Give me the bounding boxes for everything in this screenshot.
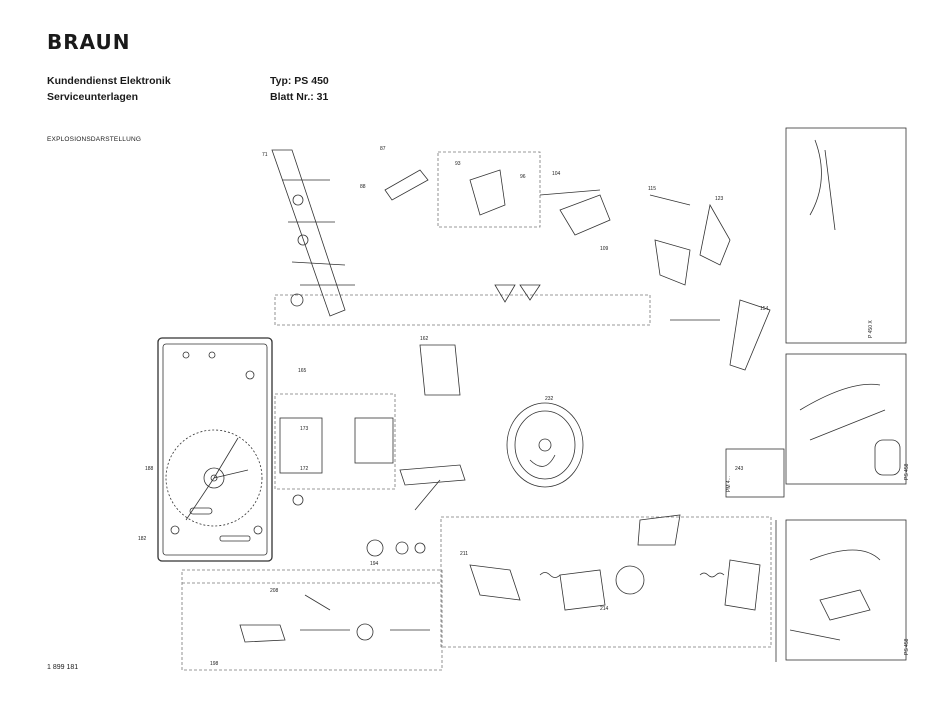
braun-logo: BRAUN xyxy=(47,30,131,54)
part-label: 194 xyxy=(370,561,379,567)
frame-bottom-center xyxy=(440,516,772,648)
part-label: 208 xyxy=(270,588,279,594)
part-label: 96 xyxy=(520,174,526,180)
section-title: EXPLOSIONSDARSTELLUNG xyxy=(47,136,142,143)
variant-box-2 xyxy=(785,353,907,485)
documents-label: Serviceunterlagen xyxy=(47,91,139,103)
document-number: 1 899 181 xyxy=(47,664,79,671)
part-label: 211 xyxy=(460,551,468,557)
base-plate xyxy=(157,337,273,562)
variant-label: PM 4... xyxy=(726,476,732,492)
part-label: 188 xyxy=(145,466,154,472)
part-label: 88 xyxy=(360,184,366,190)
part-label: 109 xyxy=(600,246,609,252)
part-label: 243 xyxy=(735,466,744,472)
part-label: 87 xyxy=(380,146,386,152)
part-label: 165 xyxy=(298,368,307,374)
part-label: 182 xyxy=(138,536,147,542)
department-label: Kundendienst Elektronik xyxy=(47,75,171,87)
part-label: 232 xyxy=(545,396,554,402)
variant-box-1 xyxy=(785,127,907,344)
part-label: 104 xyxy=(552,171,561,177)
sheet-number-label: Blatt Nr.: 31 xyxy=(270,91,329,103)
part-label: 198 xyxy=(210,661,219,667)
part-label: 123 xyxy=(715,196,724,202)
variant-label: PS 458 xyxy=(904,638,910,655)
frame-mid xyxy=(274,393,396,490)
part-label: 173 xyxy=(300,426,309,432)
variant-label: P 450 X xyxy=(868,320,874,338)
chassis-bracket xyxy=(271,149,355,317)
part-label: 71 xyxy=(262,152,268,158)
part-label: 115 xyxy=(648,186,656,192)
part-label: 162 xyxy=(420,336,429,342)
variant-box-3 xyxy=(725,448,785,498)
variant-label: PS 458 xyxy=(904,463,910,480)
frame-top-center xyxy=(437,151,541,228)
frame-bottom-left xyxy=(181,569,443,671)
part-label: 93 xyxy=(455,161,461,167)
part-label: 172 xyxy=(300,466,309,472)
part-label: 154 xyxy=(760,306,769,312)
part-label: 214 xyxy=(600,606,609,612)
frame-mech-left xyxy=(274,294,651,326)
cam-disc xyxy=(506,402,584,488)
variant-box-4 xyxy=(785,519,907,661)
type-label: Typ: PS 450 xyxy=(270,75,329,87)
